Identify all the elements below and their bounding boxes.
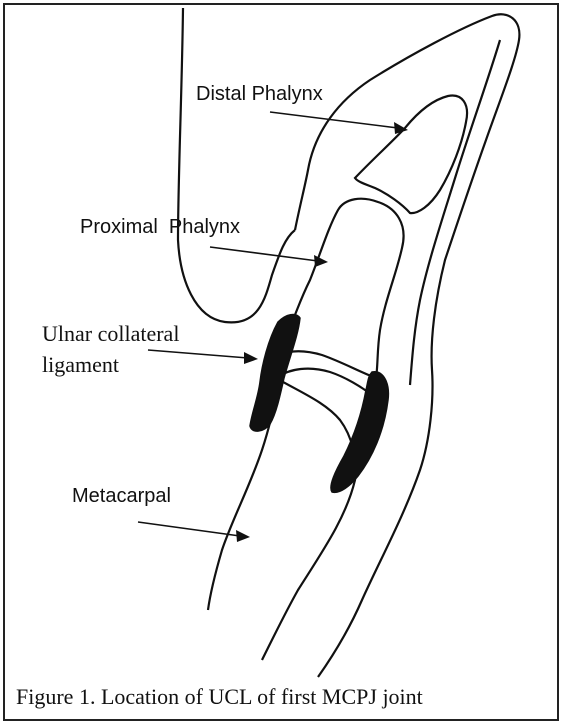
arrow-metacarpal-shaft xyxy=(138,522,240,536)
thumb-outer-outline-left xyxy=(295,14,519,677)
arrow-metacarpal-head xyxy=(236,530,250,542)
thumb-inner-outline xyxy=(410,40,500,385)
figure-caption: Figure 1. Location of UCL of first MCPJ … xyxy=(16,684,423,709)
ulnar-collateral-ligament xyxy=(250,315,300,432)
proximal-phalanx-bone xyxy=(280,199,404,378)
arrow-proximal-shaft xyxy=(210,247,318,261)
arrow-ucl-head xyxy=(244,352,258,364)
label-metacarpal: Metacarpal xyxy=(72,485,171,507)
label-proximal-phalynx: Proximal Phalynx xyxy=(80,216,240,238)
index-finger-outline xyxy=(178,8,295,322)
radial-collateral-ligament xyxy=(331,372,388,492)
arrow-ucl-shaft xyxy=(148,350,248,358)
metacarpal-bone-right-edge xyxy=(262,378,356,660)
mcp-joint-surface xyxy=(276,369,368,392)
label-ucl-line1: Ulnar collateral xyxy=(42,321,179,346)
label-ucl-line2: ligament xyxy=(42,352,119,377)
label-distal-phalynx: Distal Phalynx xyxy=(196,83,323,105)
arrow-proximal-head xyxy=(314,255,328,267)
